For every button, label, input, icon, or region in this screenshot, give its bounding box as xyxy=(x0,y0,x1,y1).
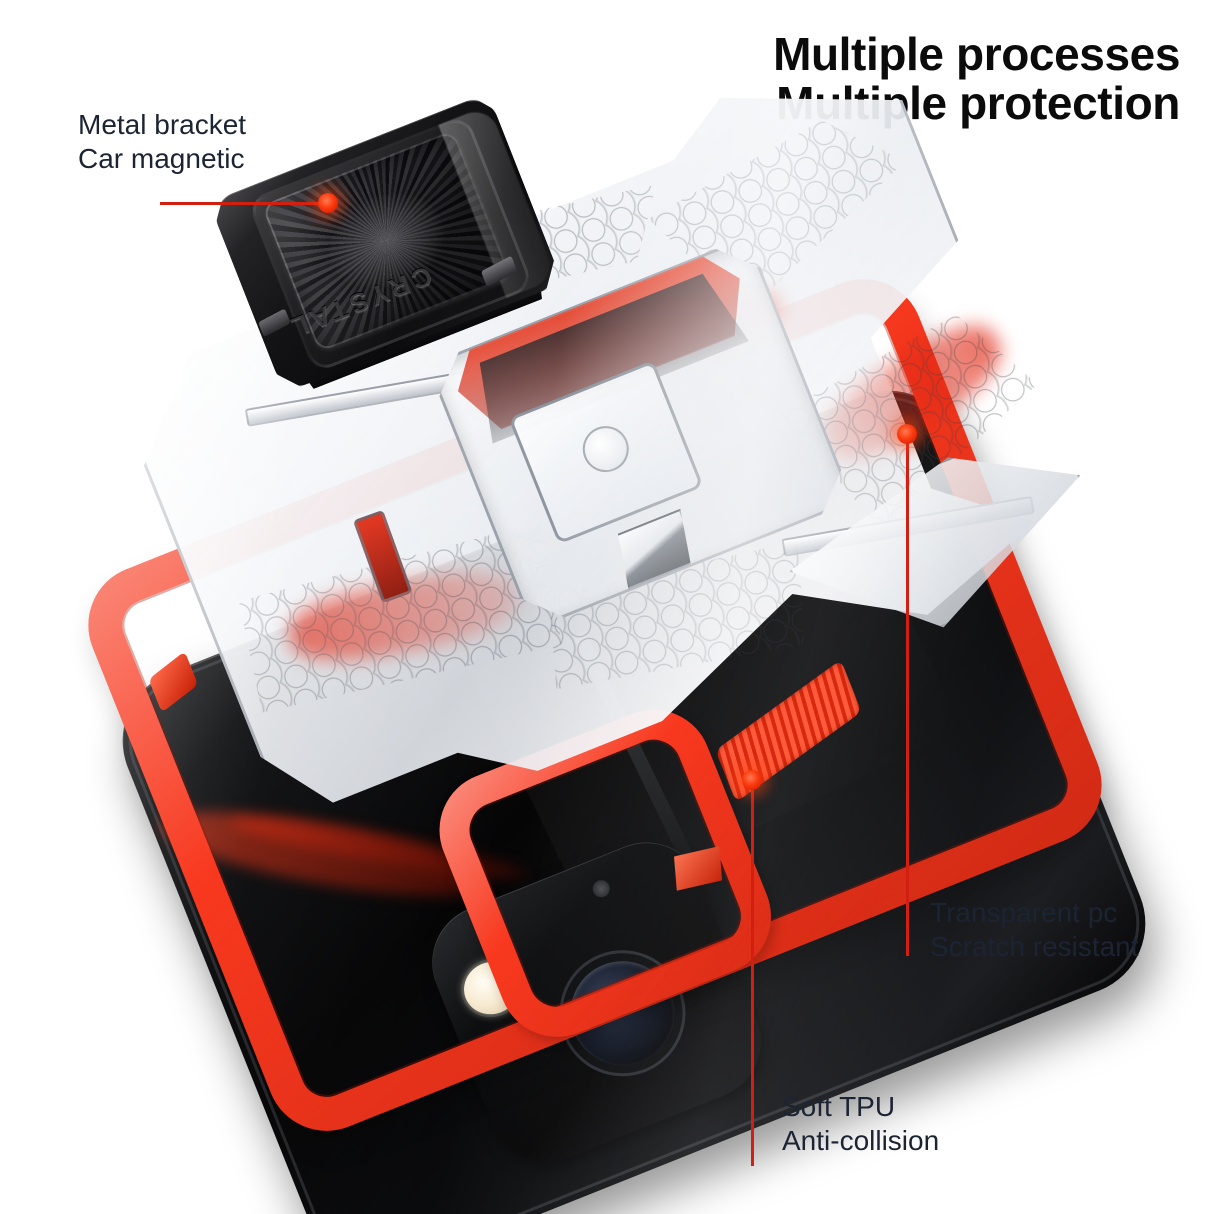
callout-soft-tpu-line-2: Anti-collision xyxy=(782,1125,940,1157)
leader-line-transparent-pc xyxy=(906,436,909,956)
callout-transparent-pc-line-2: Scratch resistant xyxy=(930,931,1139,963)
leader-dot-transparent-pc xyxy=(897,424,917,444)
callout-metal-bracket: Metal bracket Car magnetic xyxy=(78,108,246,176)
callout-soft-tpu-line-1: Soft TPU xyxy=(782,1091,896,1122)
callout-metal-bracket-line-2: Car magnetic xyxy=(78,143,245,175)
leader-line-metal-bracket xyxy=(160,202,330,205)
callout-transparent-pc: Transparent pc Scratch resistant xyxy=(930,896,1139,964)
leader-dot-metal-bracket xyxy=(318,193,338,213)
callout-transparent-pc-line-1: Transparent pc xyxy=(930,897,1118,928)
callout-soft-tpu: Soft TPU Anti-collision xyxy=(782,1090,939,1158)
callout-metal-bracket-line-1: Metal bracket xyxy=(78,109,247,140)
leader-dot-soft-tpu xyxy=(742,770,762,790)
leader-line-soft-tpu xyxy=(751,782,754,1166)
